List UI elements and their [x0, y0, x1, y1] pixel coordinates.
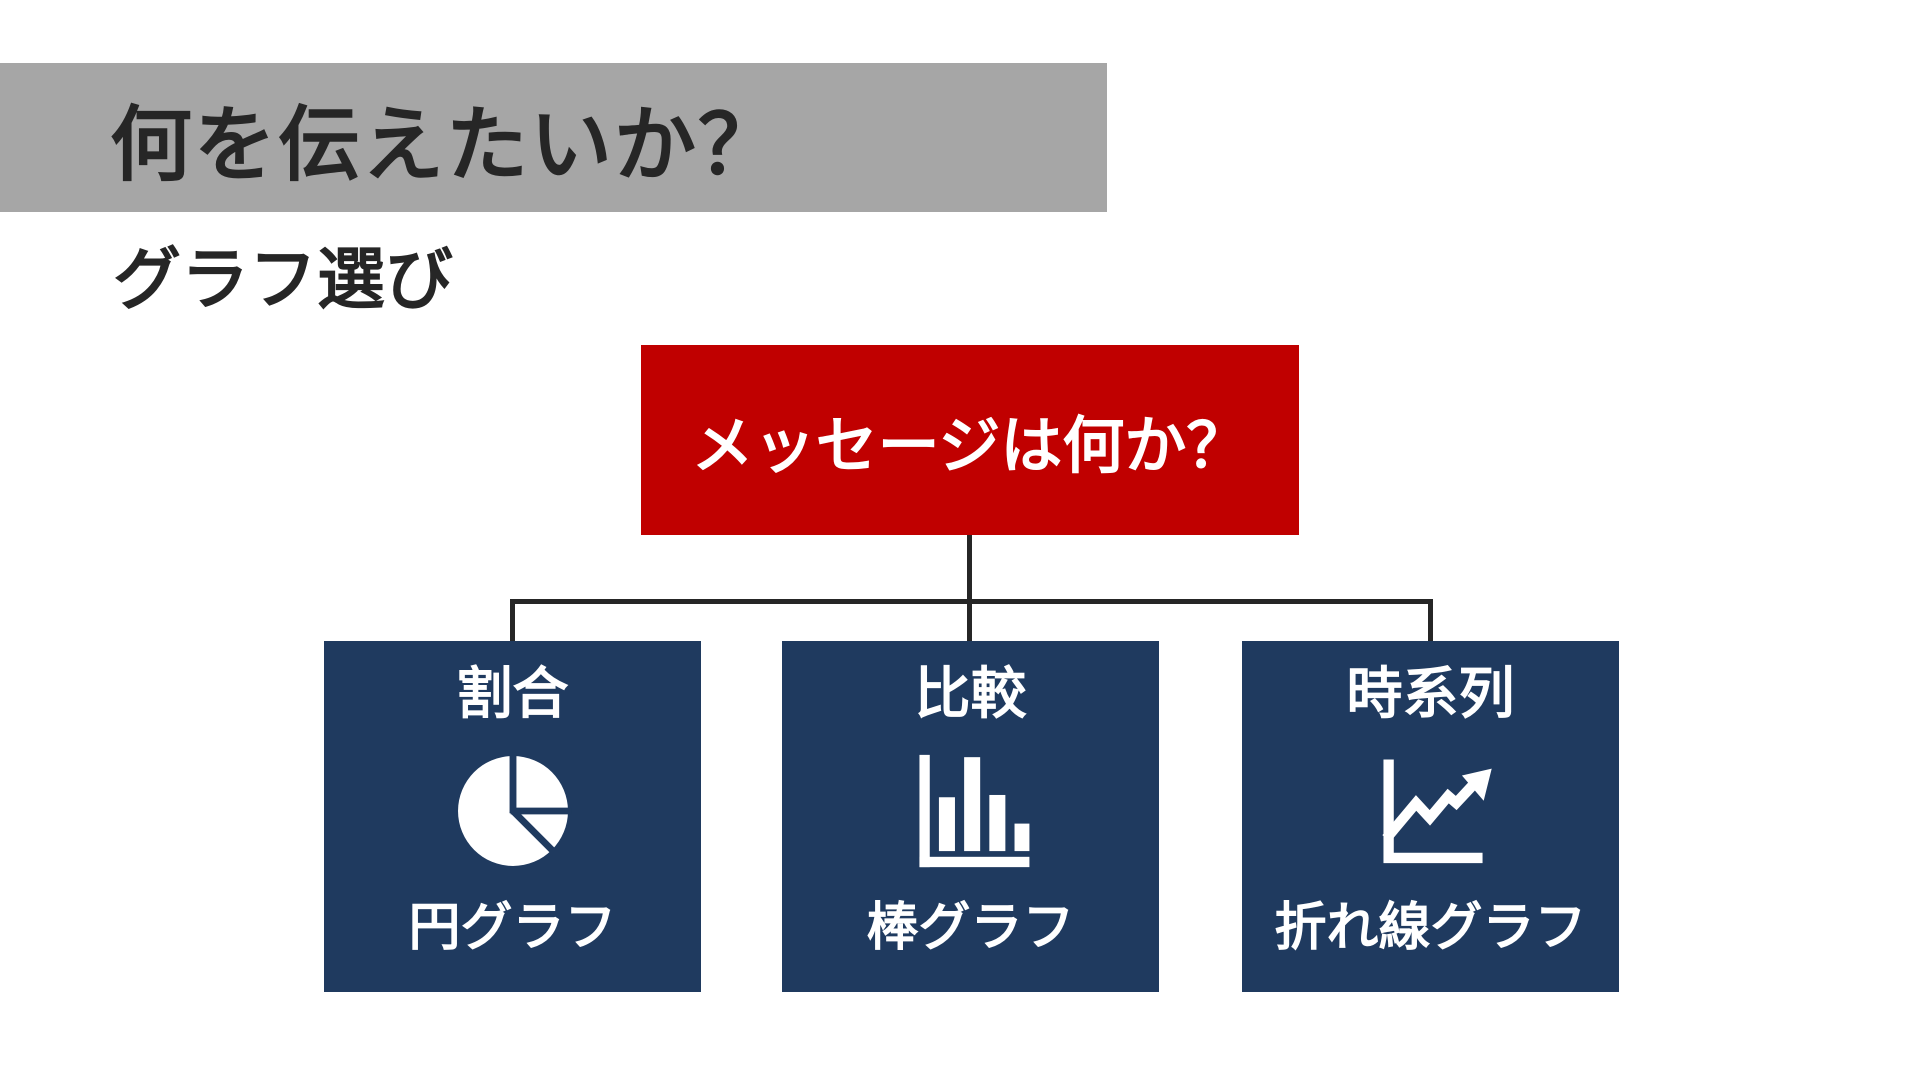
node-category-label: 時系列	[1346, 662, 1515, 725]
flowchart-node-proportion: 割合 円グラフ	[324, 641, 701, 992]
flowchart-node-timeseries: 時系列 折れ線グラフ	[1242, 641, 1619, 992]
root-node-label: メッセージは何か？	[691, 412, 1249, 481]
flowchart-node-comparison: 比較 棒グラフ	[782, 641, 1159, 992]
flowchart-root-node: メッセージは何か？	[641, 345, 1299, 535]
slide-subtitle: グラフ選び	[113, 242, 454, 318]
node-category-label: 比較	[914, 662, 1027, 725]
connector-root-vertical	[967, 535, 972, 603]
bar-chart-icon	[908, 730, 1034, 885]
connector-right-stub	[1428, 599, 1433, 642]
node-graph-label: 円グラフ	[408, 899, 617, 957]
node-category-label: 割合	[456, 662, 569, 725]
pie-chart-icon	[450, 730, 576, 885]
node-graph-label: 折れ線グラフ	[1274, 899, 1587, 957]
connector-middle-stub	[967, 599, 972, 642]
title-bar: 何を伝えたいか？	[0, 63, 1107, 212]
line-chart-icon	[1368, 730, 1494, 885]
slide-title: 何を伝えたいか？	[110, 100, 783, 191]
connector-left-stub	[510, 599, 515, 642]
node-graph-label: 棒グラフ	[866, 899, 1075, 957]
